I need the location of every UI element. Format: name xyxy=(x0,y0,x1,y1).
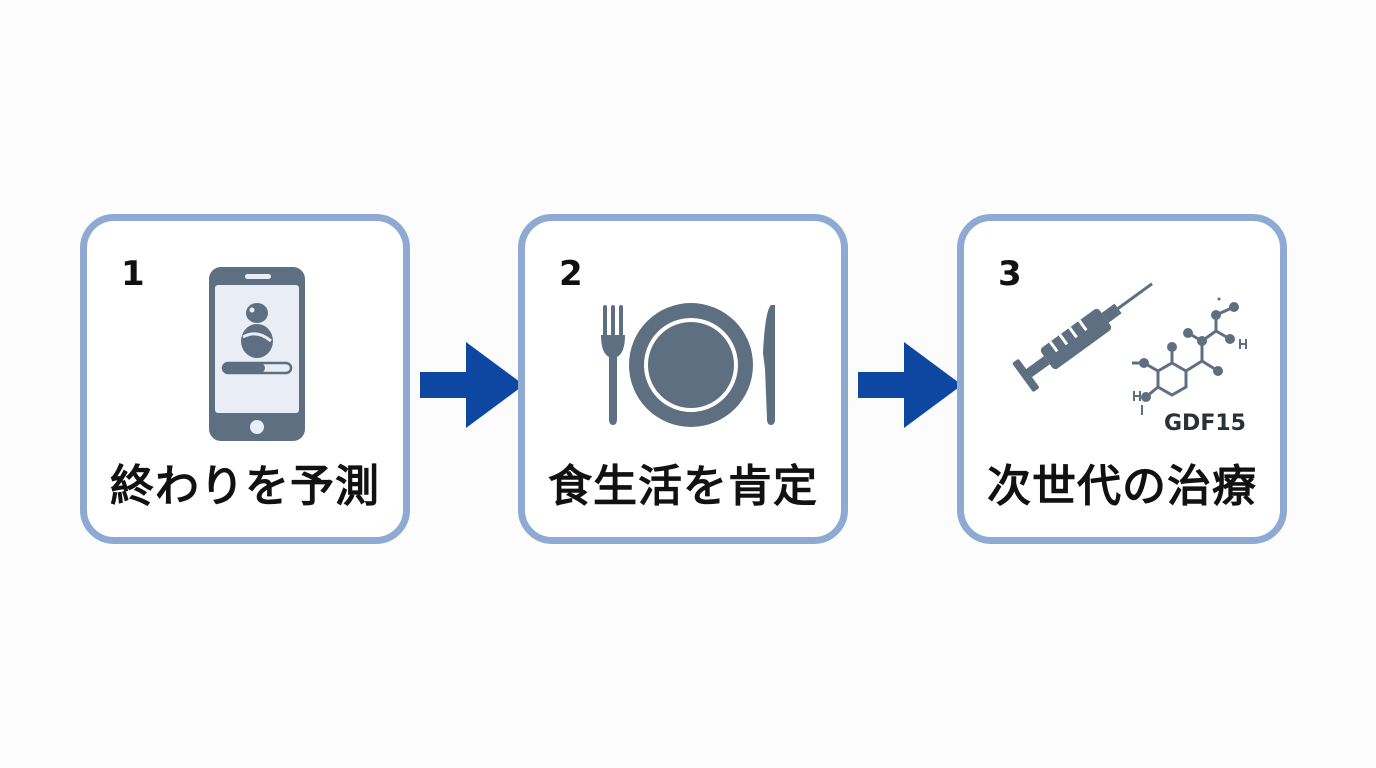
smartphone-progress-icon xyxy=(209,267,305,441)
step-label-1: 終わりを予測 xyxy=(110,461,380,512)
step-label-3: 次世代の治療 xyxy=(987,461,1257,512)
arrow-right-icon xyxy=(420,342,524,428)
molecule-label: GDF15 xyxy=(1164,411,1246,436)
step-number-2: 2 xyxy=(559,254,583,294)
step-label-2: 食生活を肯定 xyxy=(548,461,818,512)
step-card-2: 2 食生活を肯定 xyxy=(518,214,848,544)
step-card-3: 3 xyxy=(957,214,1287,544)
arrow-right-icon xyxy=(858,342,962,428)
fork-plate-knife-icon xyxy=(601,303,775,427)
step-number-3: 3 xyxy=(998,254,1022,294)
step-number-1: 1 xyxy=(121,254,145,294)
step-card-1: 1 終わりを予測 xyxy=(80,214,410,544)
syringe-molecule-icon xyxy=(1012,282,1247,415)
